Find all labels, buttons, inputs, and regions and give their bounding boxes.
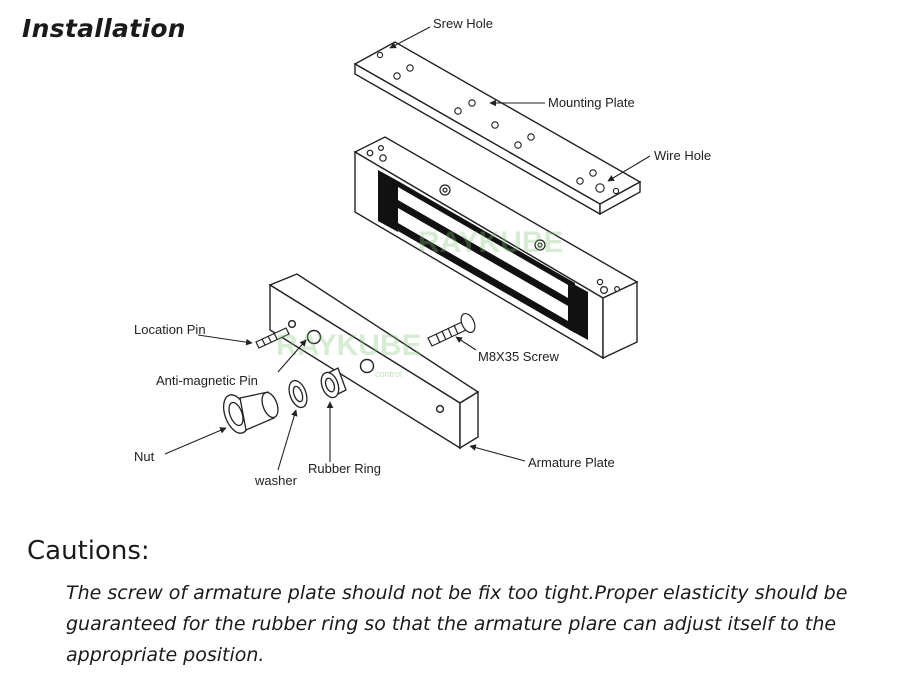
label-wire-hole: Wire Hole — [654, 148, 711, 163]
label-m8x35-screw: M8X35 Screw — [478, 349, 560, 364]
rubber-ring-part — [320, 367, 347, 399]
label-armature-plate: Armature Plate — [528, 455, 615, 470]
coil-slots — [378, 170, 588, 340]
label-rubber-ring: Rubber Ring — [308, 461, 381, 476]
installation-heading: Installation — [22, 14, 186, 43]
label-mounting-plate: Mounting Plate — [548, 95, 635, 110]
armature-plate — [268, 273, 480, 450]
installation-diagram: RAYKUBE RAYKUBE control Srew Hole Mounti… — [134, 16, 711, 488]
watermark-brand-top: RAYKUBE — [418, 226, 564, 259]
label-screw-hole: Srew Hole — [433, 16, 493, 31]
mounting-plate-holes — [376, 51, 620, 195]
label-location-pin: Location Pin — [134, 322, 206, 337]
electromagnet-body — [353, 136, 639, 360]
watermark-brand-bottom: RAYKUBE — [276, 329, 422, 362]
location-pin — [255, 327, 290, 349]
label-anti-magnetic-pin: Anti-magnetic Pin — [156, 373, 258, 388]
label-nut: Nut — [134, 449, 155, 464]
washer-part — [288, 379, 308, 409]
nut-part — [222, 391, 279, 434]
watermark-tagline: control — [375, 369, 402, 379]
mounting-plate — [353, 41, 642, 216]
leader-lines — [164, 26, 651, 471]
m8x35-screw — [427, 312, 476, 347]
cautions-heading: Cautions: — [27, 536, 150, 566]
cautions-text: The screw of armature plate should not b… — [66, 582, 848, 666]
label-washer: washer — [254, 473, 298, 488]
